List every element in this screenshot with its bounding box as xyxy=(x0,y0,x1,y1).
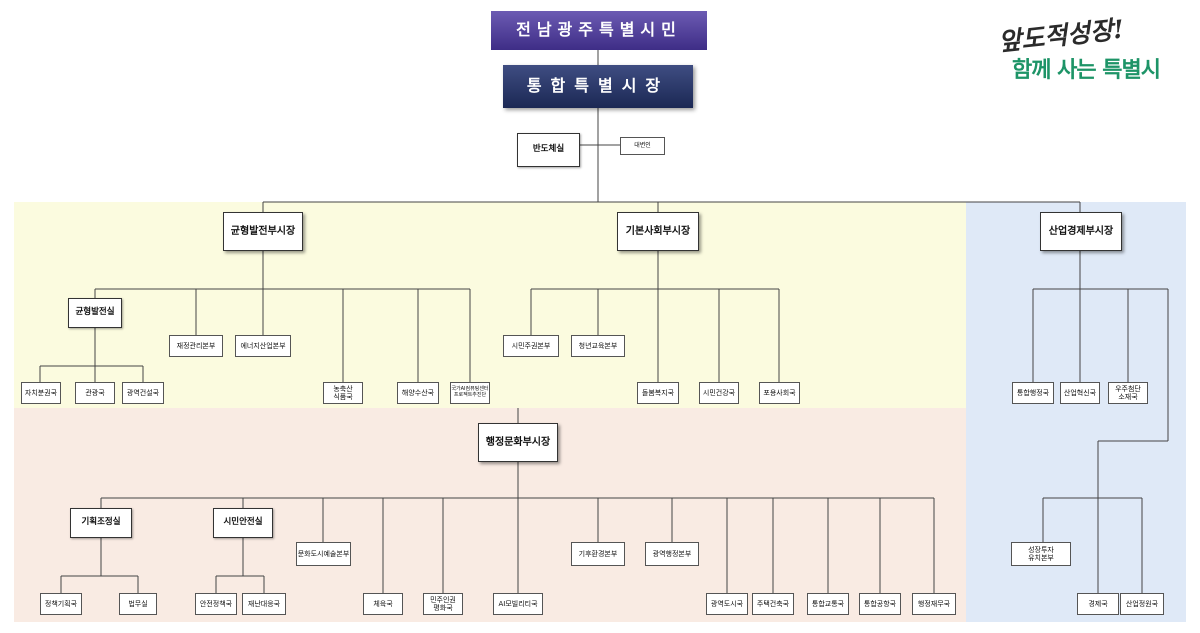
planning-office: 기획조정실 xyxy=(70,508,132,538)
vice-mayor-industry: 산업경제부시장 xyxy=(1040,212,1122,251)
admin-bureau: 민주인권 평화국 xyxy=(423,593,463,615)
admin-bureau: 광역도시국 xyxy=(706,593,748,615)
social-bureau: 포용사회국 xyxy=(759,382,800,404)
admin-hq: 기후환경본부 xyxy=(571,542,625,566)
vice-mayor-balance: 균형발전부시장 xyxy=(223,212,303,251)
balance-bureau: 농축산 식품국 xyxy=(323,382,363,404)
social-bureau: 돌봄복지국 xyxy=(637,382,679,404)
safety-child: 안전정책국 xyxy=(195,593,237,615)
industry-lower-bureau: 산업정원국 xyxy=(1120,593,1164,615)
admin-bureau: 통합공항국 xyxy=(859,593,901,615)
balance-hq: 재정관리본부 xyxy=(169,335,223,357)
industry-lower-bureau: 경제국 xyxy=(1077,593,1119,615)
admin-bureau: 체육국 xyxy=(363,593,403,615)
spokesperson: 대변인 xyxy=(620,137,665,155)
title-citizens: 전남광주특별시민 xyxy=(491,11,707,50)
vice-mayor-social: 기본사회부시장 xyxy=(617,212,699,251)
slogan-bottom: 함께 사는 특별시 xyxy=(1012,58,1161,83)
admin-bureau: 행정재무국 xyxy=(912,593,956,615)
admin-bureau: 통합교통국 xyxy=(807,593,849,615)
admin-hq: 광역행정본부 xyxy=(645,542,699,566)
balance-office: 균형발전실 xyxy=(68,298,122,328)
balance-bureau: 국가AI컴퓨팅센터 프로젝트추진단 xyxy=(450,382,490,404)
planning-child: 정책기획국 xyxy=(40,593,82,615)
vice-mayor-admin: 행정문화부시장 xyxy=(478,423,558,462)
balance-hq: 에너지산업본부 xyxy=(235,335,291,357)
social-bureau: 시민건강국 xyxy=(699,382,739,404)
planning-child: 법무실 xyxy=(119,593,157,615)
safety-office: 시민안전실 xyxy=(213,508,273,538)
balance-office-child: 관광국 xyxy=(75,382,115,404)
admin-hq: 문화도시예술본부 xyxy=(296,542,351,566)
title-mayor: 통합특별시장 xyxy=(503,65,693,108)
industry-bureau: 산업혁신국 xyxy=(1060,382,1100,404)
social-hq: 시민주권본부 xyxy=(503,335,559,357)
admin-bureau: AI모빌리티국 xyxy=(493,593,543,615)
industry-hq: 성장투자 유치본부 xyxy=(1011,542,1071,566)
industry-bureau: 통합행정국 xyxy=(1012,382,1054,404)
admin-bureau: 주택건축국 xyxy=(752,593,794,615)
safety-child: 재난대응국 xyxy=(242,593,286,615)
balance-office-child: 광역건설국 xyxy=(122,382,164,404)
social-hq: 청년교육본부 xyxy=(571,335,625,357)
industry-bureau: 우주첨단 소재국 xyxy=(1108,382,1148,404)
balance-office-child: 자치분권국 xyxy=(21,382,61,404)
semiconductor-office: 반도체실 xyxy=(517,133,580,167)
balance-bureau: 해양수산국 xyxy=(397,382,439,404)
region-industry xyxy=(966,202,1186,622)
region-balance-social xyxy=(14,202,966,408)
